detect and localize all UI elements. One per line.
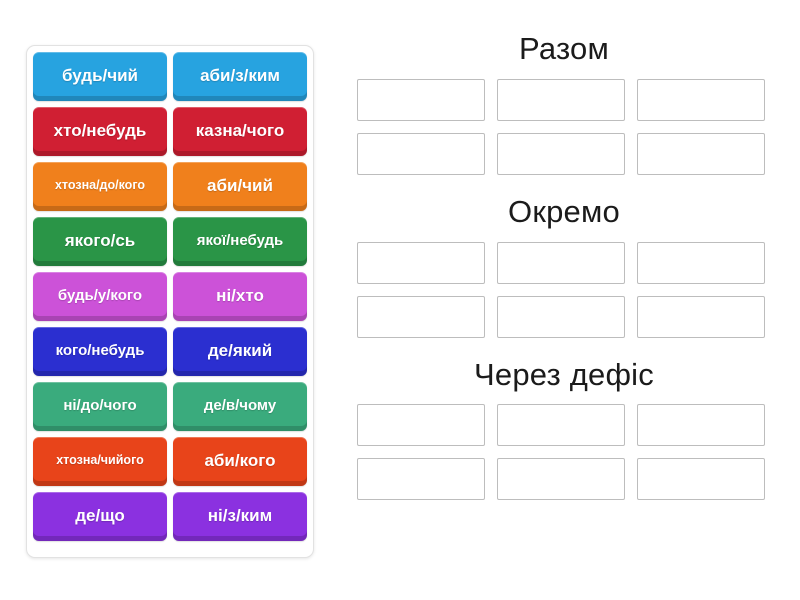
drop-slot[interactable] (497, 78, 625, 121)
word-tile[interactable]: хтозна/до/кого (33, 162, 167, 211)
word-tile[interactable]: хто/небудь (33, 107, 167, 156)
category-group: Через дефіс (352, 356, 776, 501)
drop-slot[interactable] (357, 241, 485, 284)
word-tile[interactable]: казна/чого (173, 107, 307, 156)
category-slot-grid (352, 78, 776, 175)
word-tile[interactable]: ні/до/чого (33, 382, 167, 431)
category-slot-grid (352, 241, 776, 338)
word-tile[interactable]: хтозна/чийого (33, 437, 167, 486)
drop-slot[interactable] (637, 458, 765, 501)
word-tile[interactable]: якої/небудь (173, 217, 307, 266)
word-tile[interactable]: де/що (33, 492, 167, 541)
drop-slot[interactable] (637, 295, 765, 338)
category-slot-grid (352, 404, 776, 501)
drop-slot[interactable] (357, 132, 485, 175)
drop-slot[interactable] (637, 404, 765, 447)
category-title: Окремо (508, 193, 620, 229)
drop-slot[interactable] (497, 132, 625, 175)
word-tile[interactable]: аби/з/ким (173, 52, 307, 101)
word-tile[interactable]: будь/у/кого (33, 272, 167, 321)
category-group: Разом (352, 30, 776, 175)
drop-slot[interactable] (497, 295, 625, 338)
word-tile[interactable]: ні/з/ким (173, 492, 307, 541)
word-tile[interactable]: кого/небудь (33, 327, 167, 376)
drop-slot[interactable] (497, 241, 625, 284)
drop-slot[interactable] (497, 458, 625, 501)
category-title: Через дефіс (474, 356, 654, 392)
drop-slot[interactable] (357, 295, 485, 338)
word-tile[interactable]: де/який (173, 327, 307, 376)
drop-slot[interactable] (637, 132, 765, 175)
category-group: Окремо (352, 193, 776, 338)
drop-slot[interactable] (637, 78, 765, 121)
drop-slot[interactable] (357, 78, 485, 121)
word-tile[interactable]: аби/кого (173, 437, 307, 486)
word-tile[interactable]: якого/сь (33, 217, 167, 266)
drop-slot[interactable] (357, 458, 485, 501)
drop-slot[interactable] (497, 404, 625, 447)
word-tile[interactable]: аби/чий (173, 162, 307, 211)
category-title: Разом (519, 31, 609, 66)
word-tile[interactable]: де/в/чому (173, 382, 307, 431)
drop-slot[interactable] (357, 404, 485, 447)
word-tile[interactable]: будь/чий (33, 52, 167, 101)
word-tile[interactable]: ні/хто (173, 272, 307, 321)
drop-slot[interactable] (637, 241, 765, 284)
